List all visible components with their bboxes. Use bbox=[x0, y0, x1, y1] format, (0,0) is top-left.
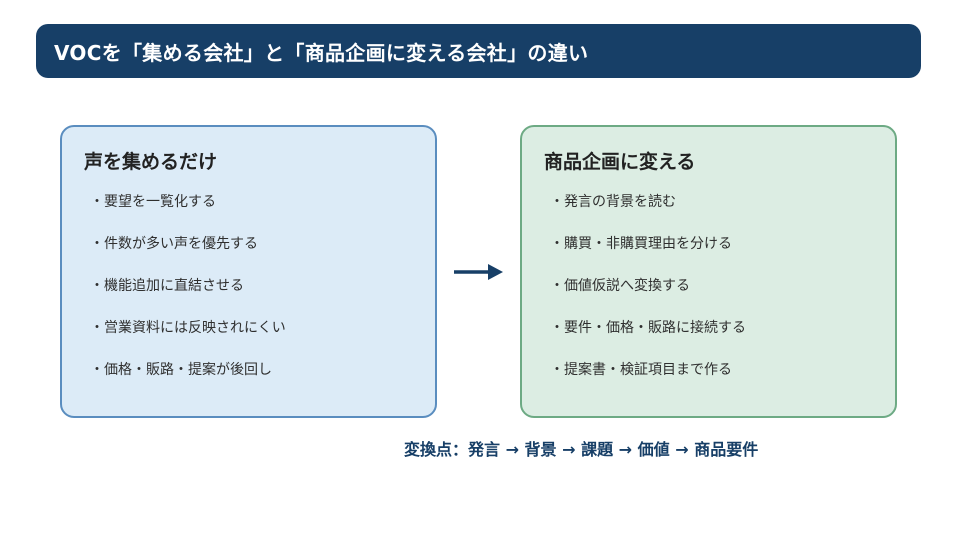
collect-only-heading: 声を集めるだけ bbox=[84, 151, 218, 173]
list-item: ・営業資料には反映されにくい bbox=[90, 320, 286, 336]
product-planning-list: ・発言の背景を読む ・購買・非購買理由を分ける ・価値仮説へ変換する ・要件・価… bbox=[544, 188, 895, 398]
list-item: ・価格・販路・提案が後回し bbox=[90, 362, 272, 378]
page-title: VOCを「集める会社」と「商品企画に変える会社」の違い bbox=[54, 40, 589, 65]
title-bar: VOCを「集める会社」と「商品企画に変える会社」の違い bbox=[36, 24, 921, 78]
list-item: ・件数が多い声を優先する bbox=[90, 236, 258, 252]
list-item: ・要望を一覧化する bbox=[90, 194, 216, 210]
conversion-caption: 変換点：発言 → 背景 → 課題 → 価値 → 商品要件 bbox=[404, 440, 759, 459]
collect-only-panel: 声を集めるだけ ・要望を一覧化する ・件数が多い声を優先する ・機能追加に直結さ… bbox=[60, 125, 437, 418]
list-item: ・機能追加に直結させる bbox=[90, 278, 244, 294]
list-item: ・提案書・検証項目まで作る bbox=[550, 362, 732, 378]
product-planning-panel: 商品企画に変える ・発言の背景を読む ・購買・非購買理由を分ける ・価値仮説へ変… bbox=[520, 125, 897, 418]
list-item: ・要件・価格・販路に接続する bbox=[550, 320, 746, 336]
list-item: ・発言の背景を読む bbox=[550, 194, 676, 210]
right-arrow-icon bbox=[454, 264, 503, 280]
list-item: ・購買・非購買理由を分ける bbox=[550, 236, 732, 252]
list-item: ・価値仮説へ変換する bbox=[550, 278, 690, 294]
product-planning-heading: 商品企画に変える bbox=[544, 151, 696, 173]
collect-only-list: ・要望を一覧化する ・件数が多い声を優先する ・機能追加に直結させる ・営業資料… bbox=[84, 188, 435, 398]
